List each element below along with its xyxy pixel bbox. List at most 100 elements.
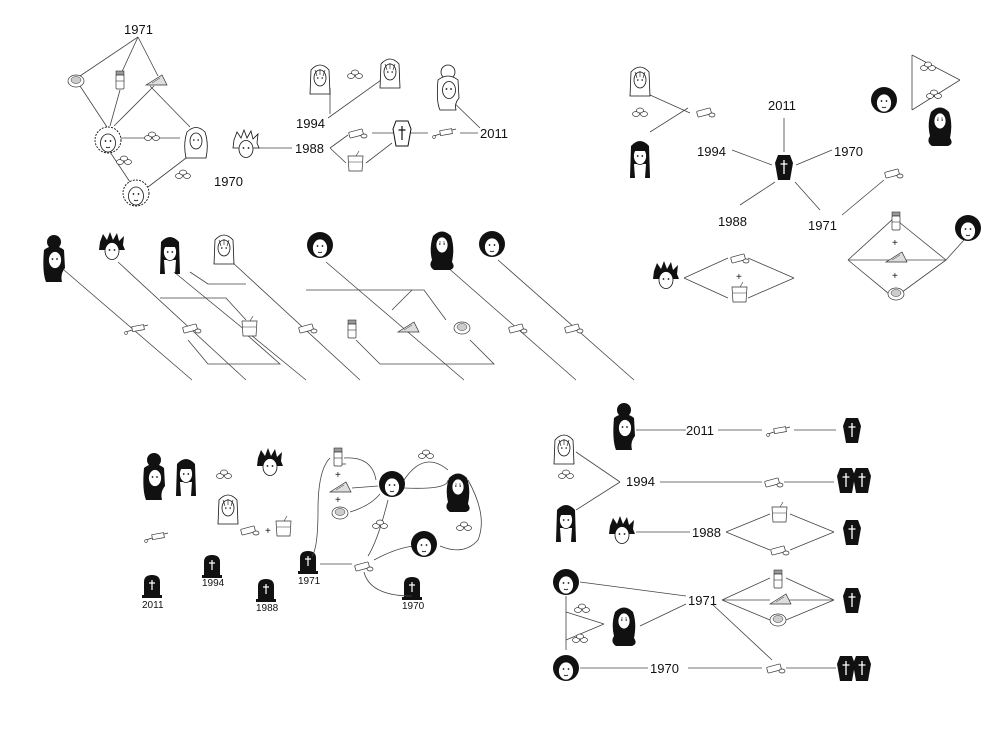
face-afro-icon xyxy=(552,568,580,596)
glass-icon xyxy=(347,150,364,172)
face-straight-hair-icon xyxy=(213,234,235,265)
syringe-icon xyxy=(766,426,791,437)
can-icon xyxy=(887,287,905,301)
face-beehive-icon xyxy=(42,234,66,283)
lighter-icon xyxy=(508,323,528,334)
face-bangs-icon xyxy=(629,140,651,179)
panel-f: 2011 1994 1988 1971 1970 xyxy=(552,402,872,682)
face-beehive-icon xyxy=(142,452,166,501)
coffin-icon xyxy=(852,655,872,682)
face-bangs-icon xyxy=(175,458,197,497)
panel-e: + 1994 1971 2011 1988 1970 + + xyxy=(141,447,482,614)
lighter-icon xyxy=(766,663,786,674)
pill-icon xyxy=(926,89,942,99)
syringe-icon xyxy=(144,532,169,543)
lighter-icon xyxy=(730,253,750,264)
can-icon xyxy=(453,321,471,335)
year-label: 1994 xyxy=(202,578,225,589)
face-afro-icon xyxy=(552,654,580,682)
panel-a: 1971 1970 xyxy=(67,22,243,207)
face-spiky-hair-icon xyxy=(98,231,126,260)
face-spiky-hair-icon xyxy=(256,447,284,476)
glass-icon xyxy=(275,515,292,537)
pill-icon xyxy=(347,69,363,79)
can-icon xyxy=(769,613,787,627)
tombstone-icon xyxy=(401,576,423,601)
coffin-icon xyxy=(842,417,862,444)
coffin-icon xyxy=(774,154,794,181)
plus-sign: + xyxy=(892,238,898,249)
pill-icon xyxy=(572,633,588,643)
year-label: 2011 xyxy=(142,600,164,611)
year-label: 1988 xyxy=(718,214,747,229)
plus-sign: + xyxy=(736,272,742,283)
pill-icon xyxy=(216,469,232,479)
year-label: 2011 xyxy=(480,126,508,141)
year-label: 1971 xyxy=(688,593,717,608)
pill-icon xyxy=(632,107,648,117)
year-label: 2011 xyxy=(768,98,796,113)
pill-icon xyxy=(456,521,472,531)
plus-sign: + xyxy=(265,526,271,537)
coffin-icon xyxy=(392,120,412,147)
year-label: 1970 xyxy=(214,174,243,189)
powder-icon xyxy=(769,593,792,605)
plus-sign: + xyxy=(335,470,341,481)
face-afro-icon xyxy=(478,230,506,258)
coffin-icon xyxy=(836,467,856,494)
powder-icon xyxy=(145,74,168,86)
lighter-icon xyxy=(764,477,784,488)
plus-sign: + xyxy=(335,495,341,506)
face-spiky-hair-icon xyxy=(652,260,680,289)
pill-icon xyxy=(116,155,132,165)
pill-icon xyxy=(144,131,160,141)
year-label: 1970 xyxy=(650,661,679,676)
year-label: 1994 xyxy=(296,116,325,131)
face-spiky-hair-icon xyxy=(608,515,636,544)
lighter-icon xyxy=(182,323,202,334)
face-afro-icon xyxy=(378,470,406,498)
face-afro-icon xyxy=(410,530,438,558)
year-label: 1988 xyxy=(295,141,324,156)
face-afro-icon xyxy=(954,214,982,242)
coffin-icon xyxy=(852,467,872,494)
year-label: 1988 xyxy=(692,525,721,540)
pill-icon xyxy=(920,61,936,71)
face-bangs-icon xyxy=(555,504,577,543)
panel-b: 1994 1988 2011 xyxy=(232,58,508,172)
face-straight-hair-icon xyxy=(553,434,575,465)
bottle-icon xyxy=(773,569,783,589)
coffin-icon xyxy=(842,519,862,546)
tombstone-icon xyxy=(201,554,223,579)
lighter-icon xyxy=(240,525,260,536)
year-label: 1994 xyxy=(626,474,655,489)
face-afro-icon xyxy=(122,179,150,207)
glass-icon xyxy=(771,501,788,523)
pill-icon xyxy=(574,603,590,613)
lighter-icon xyxy=(696,107,716,118)
face-beehive-icon xyxy=(436,64,460,111)
face-curly-hair-icon xyxy=(927,107,953,147)
powder-icon xyxy=(397,321,420,333)
coffin-icon xyxy=(836,655,856,682)
lighter-icon xyxy=(770,545,790,556)
face-straight-hair-icon xyxy=(309,64,331,95)
tombstone-icon xyxy=(141,574,163,599)
syringe-icon xyxy=(124,324,149,335)
face-curly-hair-icon xyxy=(429,231,455,271)
powder-icon xyxy=(885,251,908,263)
bottle-icon xyxy=(333,447,343,467)
year-label: 1970 xyxy=(834,144,863,159)
glass-icon xyxy=(241,315,258,337)
face-spiky-hair-icon xyxy=(232,129,260,158)
lighter-icon xyxy=(348,128,368,139)
bottle-icon xyxy=(891,211,901,231)
year-label: 1971 xyxy=(124,22,153,37)
coffin-icon xyxy=(842,587,862,614)
can-icon xyxy=(67,74,85,88)
tombstone-icon xyxy=(297,550,319,575)
can-icon xyxy=(331,506,349,520)
year-label: 2011 xyxy=(686,423,714,438)
